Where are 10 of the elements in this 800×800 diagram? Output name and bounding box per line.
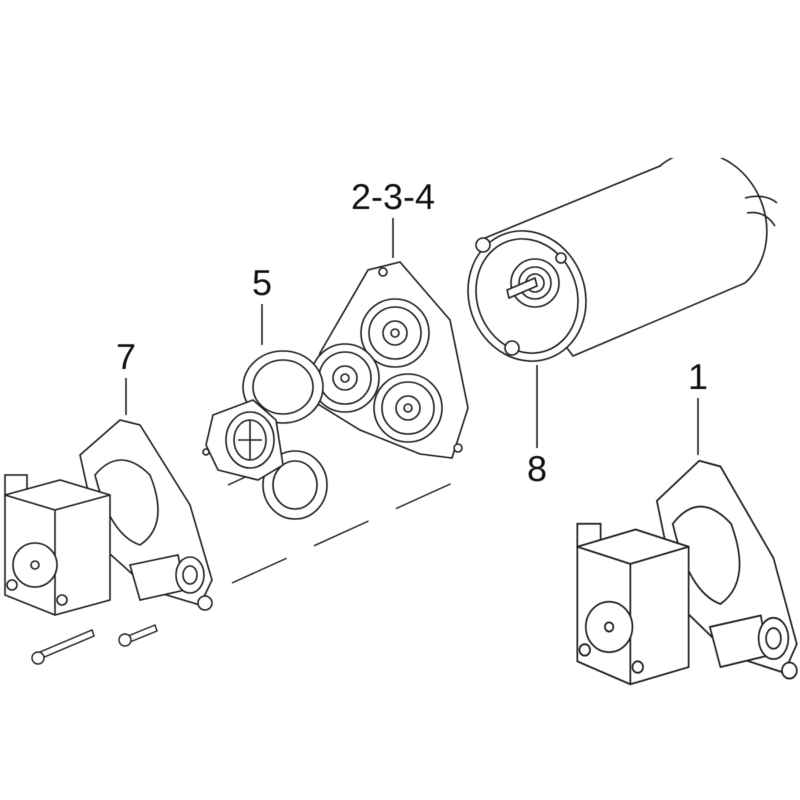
callout-number: 2-3-4 xyxy=(350,179,436,215)
leader-line xyxy=(392,218,394,258)
callout-number: 7 xyxy=(116,339,136,375)
leader-line xyxy=(536,365,538,448)
leader-line xyxy=(697,398,699,455)
callout-number: 5 xyxy=(252,265,272,301)
callout-number: 8 xyxy=(526,451,548,487)
leader-line xyxy=(261,304,263,345)
callout-number: 1 xyxy=(688,359,708,395)
leader-line xyxy=(125,378,127,415)
